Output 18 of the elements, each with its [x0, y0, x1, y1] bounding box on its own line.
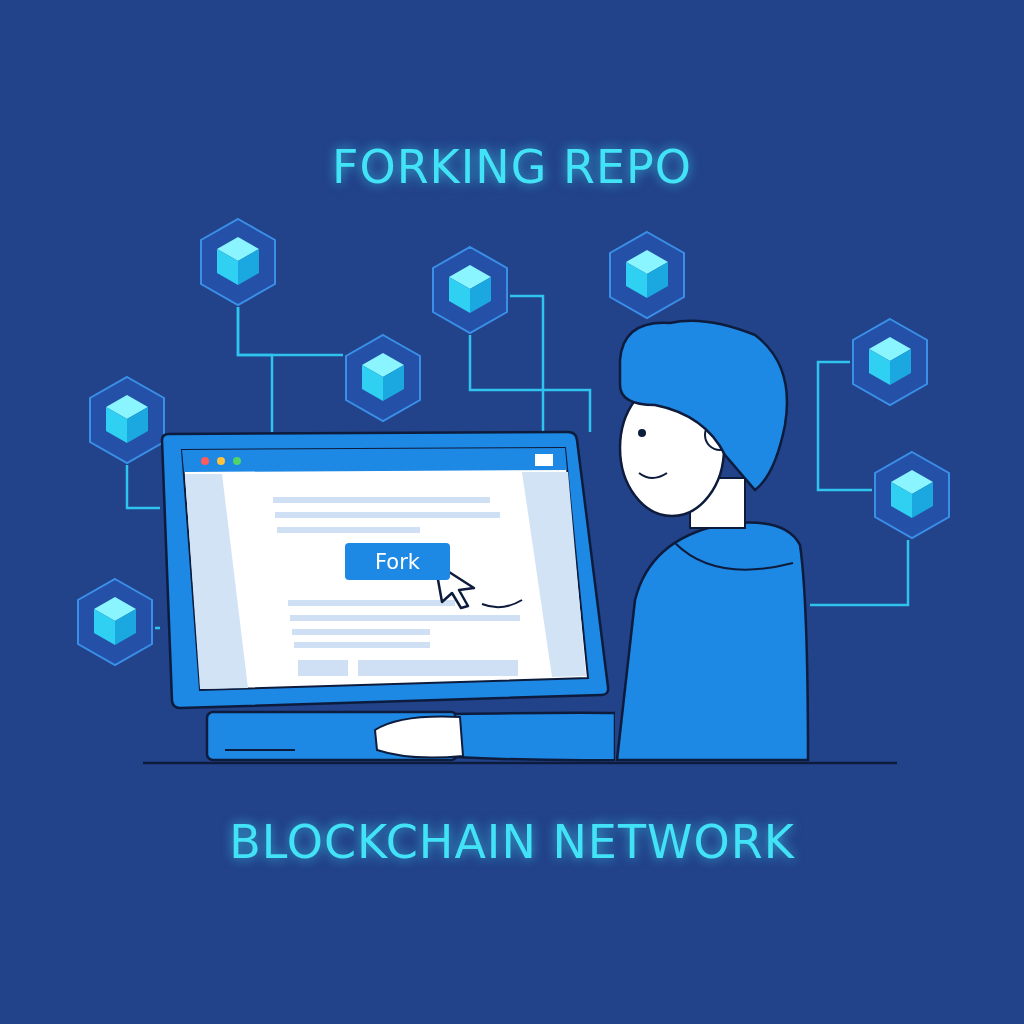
cube-hexagon-icon [87, 375, 167, 465]
connector-line [816, 360, 872, 492]
title: FORKING REPO [332, 140, 692, 194]
caption: BLOCKCHAIN NETWORK [229, 815, 795, 869]
connector-line [468, 335, 592, 432]
cube-hexagon-icon [343, 333, 423, 423]
cube-hexagon-icon [198, 217, 278, 307]
cube-hexagon-icon [850, 317, 930, 407]
cube-hexagon-icon [872, 450, 952, 540]
cube-hexagon-icon [607, 230, 687, 320]
connector-line [810, 540, 910, 607]
connector-line [125, 465, 160, 510]
fork-button: Fork [345, 543, 450, 580]
cube-hexagon-icon [430, 245, 510, 335]
connector-line [236, 307, 274, 432]
cube-hexagon-icon [75, 577, 155, 667]
connector-line [155, 626, 160, 630]
connector-line [510, 294, 545, 432]
